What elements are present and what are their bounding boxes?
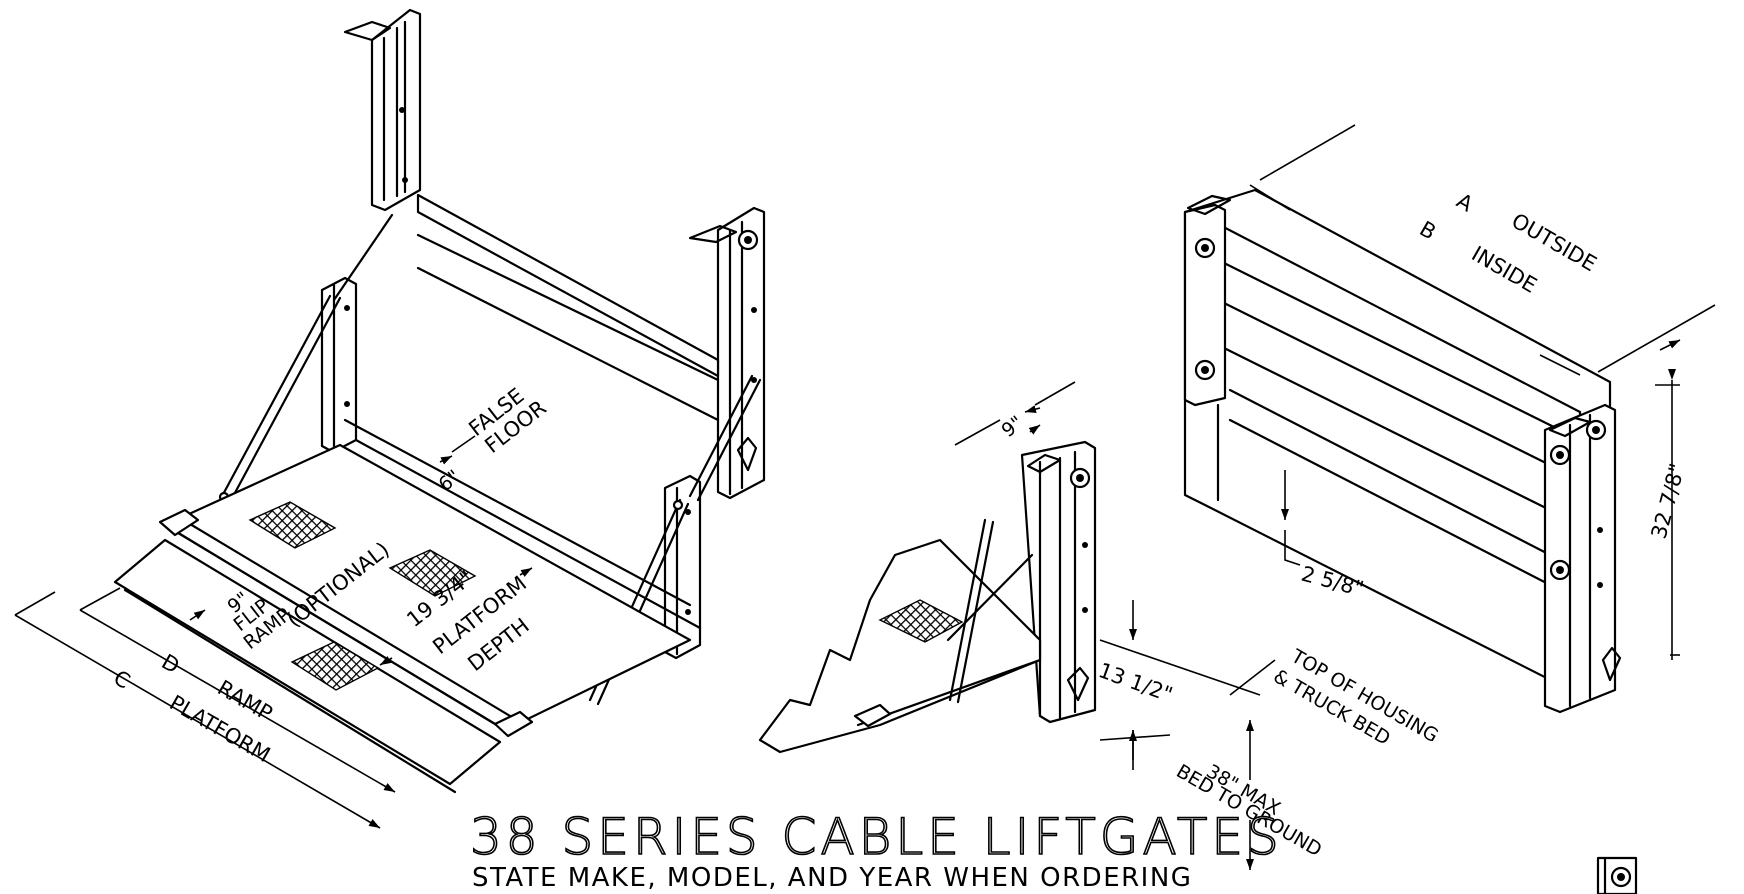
side-platform-broken [758, 538, 1042, 754]
dim-d-label: D [158, 650, 184, 679]
left-front-post [320, 276, 358, 454]
mesh-pad-1 [248, 501, 337, 549]
stowed-right-plate [1543, 403, 1617, 714]
side-section-view [758, 440, 1097, 754]
dim-b-label: B [1416, 217, 1440, 245]
stowed-left-plate [1183, 203, 1227, 407]
inside-label: INSIDE [1468, 242, 1541, 298]
side-mesh-pad [878, 599, 964, 643]
open-liftgate-view [113, 8, 766, 794]
dim-a-label: A [1453, 189, 1478, 217]
mesh-pad-2 [388, 549, 477, 597]
rear-crossbar [416, 193, 720, 378]
thirtytwo-seven-eighths-label: 32 7/8" [1647, 461, 1690, 541]
dim-c-label: C [110, 666, 135, 694]
thirteen-half-label: 13 1/2" [1095, 658, 1175, 707]
drawing-subtitle: STATE MAKE, MODEL, AND YEAR WHEN ORDERIN… [472, 863, 1192, 893]
middle-view-dimensions [954, 381, 1276, 870]
drawing-title: 38 SERIES CABLE LIFTGATES [470, 808, 1283, 866]
nine-in-label: 9" [998, 412, 1028, 442]
mesh-pad-3 [290, 641, 380, 691]
right-view-dimensions [1249, 124, 1716, 660]
thumbnail-glyph [1596, 856, 1638, 894]
stowed-liftgate-view [1183, 188, 1622, 714]
left-view-dimensions [14, 435, 533, 829]
